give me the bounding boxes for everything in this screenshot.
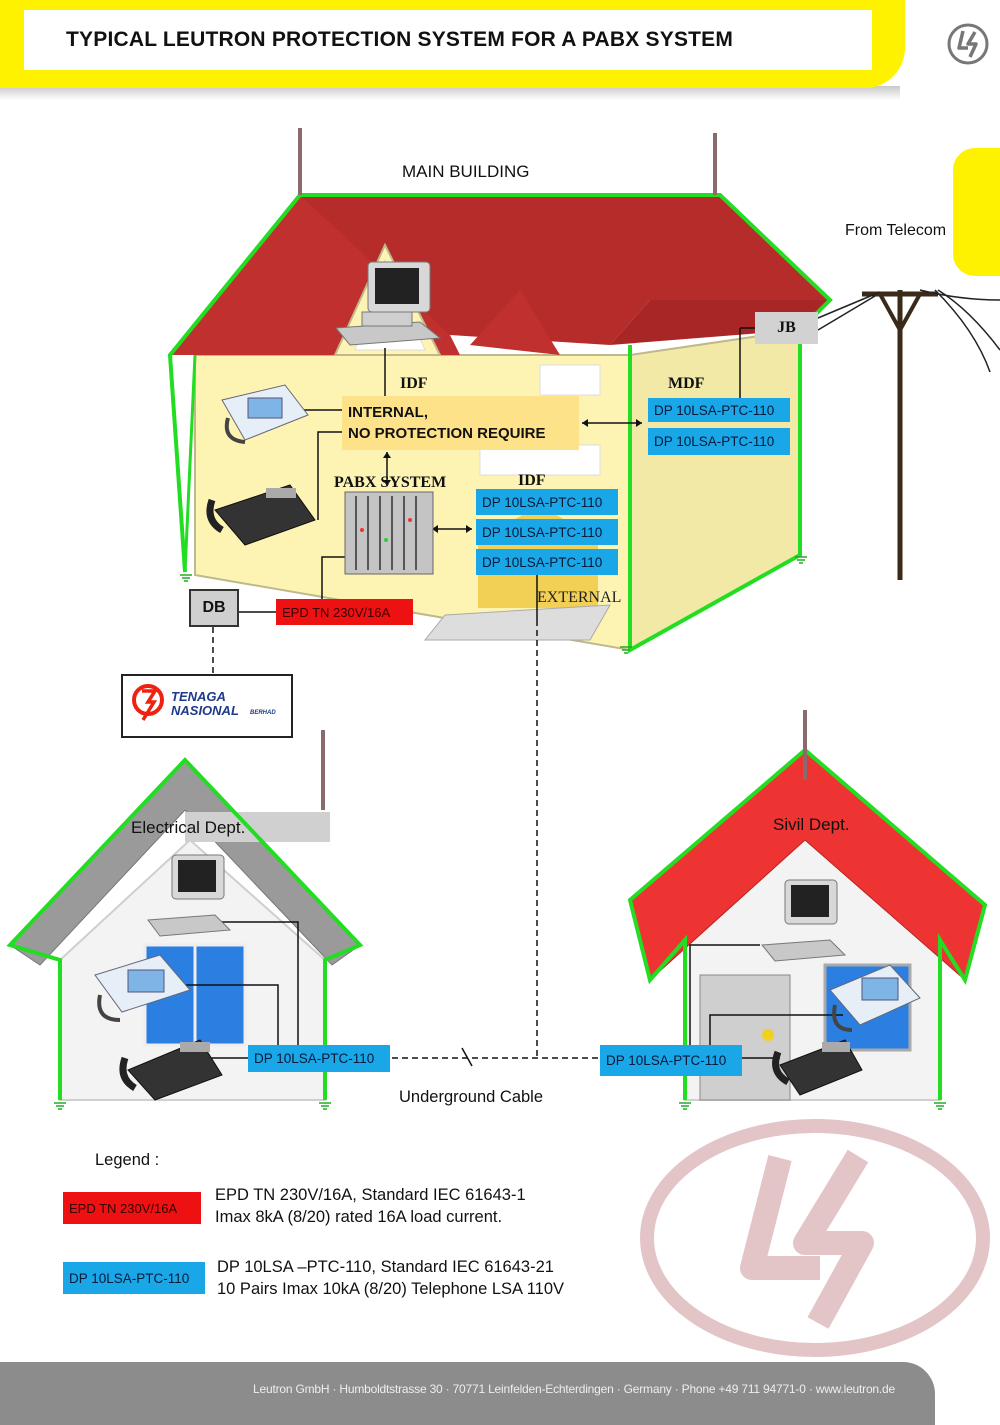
dp-protector-mdf-1: DP 10LSA-PTC-110 <box>648 398 790 422</box>
sivil-dept-label: Sivil Dept. <box>773 815 850 834</box>
dp-protector-idf-1: DP 10LSA-PTC-110 <box>476 489 618 515</box>
dp-protector-mdf-2: DP 10LSA-PTC-110 <box>648 428 790 455</box>
internal-note: INTERNAL, NO PROTECTION REQUIRE <box>348 402 546 444</box>
header-shadow <box>0 86 900 100</box>
fax-icon <box>829 964 921 1032</box>
door-knob <box>762 1029 774 1041</box>
main-roof-front <box>470 290 560 355</box>
legend-epd-description: EPD TN 230V/16A, Standard IEC 61643-1 Im… <box>215 1184 526 1228</box>
ground-icon <box>319 1102 331 1110</box>
ground-icon <box>795 556 807 564</box>
idf-mid-label: IDF <box>518 472 546 489</box>
dp-protector-electrical: DP 10LSA-PTC-110 <box>248 1045 390 1072</box>
door-step <box>423 604 611 641</box>
title-box <box>24 10 872 70</box>
jb-box: JB <box>755 312 818 344</box>
ground-icon <box>54 1102 66 1110</box>
footer-address: Leutron GmbH · Humboldtstrasse 30 · 7077… <box>253 1382 895 1396</box>
legend-epd-badge: EPD TN 230V/16A <box>63 1192 201 1224</box>
pabx-rack-icon <box>344 491 434 575</box>
legend-title: Legend : <box>95 1151 160 1169</box>
from-telecom-label: From Telecom <box>845 222 947 239</box>
legend-dp-description: DP 10LSA –PTC-110, Standard IEC 61643-21… <box>217 1256 564 1300</box>
telephone-icon <box>772 1039 863 1096</box>
internal-note-line2: NO PROTECTION REQUIRE <box>348 425 546 442</box>
tenaga-name-2: NASIONAL <box>171 703 239 718</box>
telephone-icon <box>206 484 316 546</box>
sivil-door <box>699 974 791 1101</box>
idf-top-label: IDF <box>400 375 428 392</box>
pabx-label: PABX SYSTEM <box>334 474 447 491</box>
legend-epd-line1: EPD TN 230V/16A, Standard IEC 61643-1 <box>215 1186 526 1204</box>
main-building-label: MAIN BUILDING <box>402 162 530 181</box>
tenaga-logo-icon <box>132 684 164 721</box>
footer-band <box>0 1362 935 1425</box>
epd-protector: EPD TN 230V/16A <box>276 599 413 625</box>
ground-outline-main <box>167 193 833 654</box>
legend-dp-line1: DP 10LSA –PTC-110, Standard IEC 61643-21 <box>217 1258 554 1276</box>
tenaga-berhad: BERHAD <box>250 710 276 716</box>
external-label: EXTERNAL <box>537 589 622 606</box>
computer-icon <box>147 854 232 937</box>
telephone-icon <box>119 1039 223 1101</box>
internal-note-box <box>342 396 579 450</box>
main-roof-right <box>610 300 830 345</box>
window-upper <box>479 444 601 476</box>
side-tab <box>953 148 1000 276</box>
legend-dp-badge: DP 10LSA-PTC-110 <box>63 1262 205 1294</box>
fax-icon <box>94 954 191 1022</box>
legend-dp-line2: 10 Pairs Imax 10kA (8/20) Telephone LSA … <box>217 1280 565 1298</box>
leutron-logo-icon <box>947 23 989 65</box>
underground-cable-label: Underground Cable <box>399 1088 544 1106</box>
ground-icon <box>620 646 632 654</box>
window-mid <box>539 364 601 396</box>
internal-note-line1: INTERNAL, <box>348 404 428 421</box>
tenaga-logo: TENAGA NASIONAL BERHAD <box>121 674 293 738</box>
utility-pole-icon <box>817 289 1000 580</box>
legend-epd-line2: Imax 8kA (8/20) rated 16A load current. <box>215 1208 503 1226</box>
tenaga-name-1: TENAGA <box>171 689 226 704</box>
computer-icon <box>334 261 442 346</box>
dp-protector-idf-3: DP 10LSA-PTC-110 <box>476 549 618 575</box>
watermark-logo-icon <box>640 1119 990 1357</box>
page-title: TYPICAL LEUTRON PROTECTION SYSTEM FOR A … <box>66 28 734 51</box>
dp-protector-idf-2: DP 10LSA-PTC-110 <box>476 519 618 545</box>
mdf-label: MDF <box>668 375 705 392</box>
computer-icon <box>761 879 847 962</box>
ground-outline-electrical <box>6 757 364 1100</box>
ground-icon <box>934 1102 946 1110</box>
diagram-canvas <box>6 128 1000 1110</box>
db-box: DB <box>189 589 239 627</box>
ground-icon <box>180 574 192 582</box>
fax-icon <box>221 384 309 444</box>
ground-icon <box>679 1102 691 1110</box>
main-roof-center <box>300 195 830 345</box>
electrical-dept-label: Electrical Dept. <box>131 818 246 837</box>
dp-protector-sivil: DP 10LSA-PTC-110 <box>600 1045 742 1076</box>
